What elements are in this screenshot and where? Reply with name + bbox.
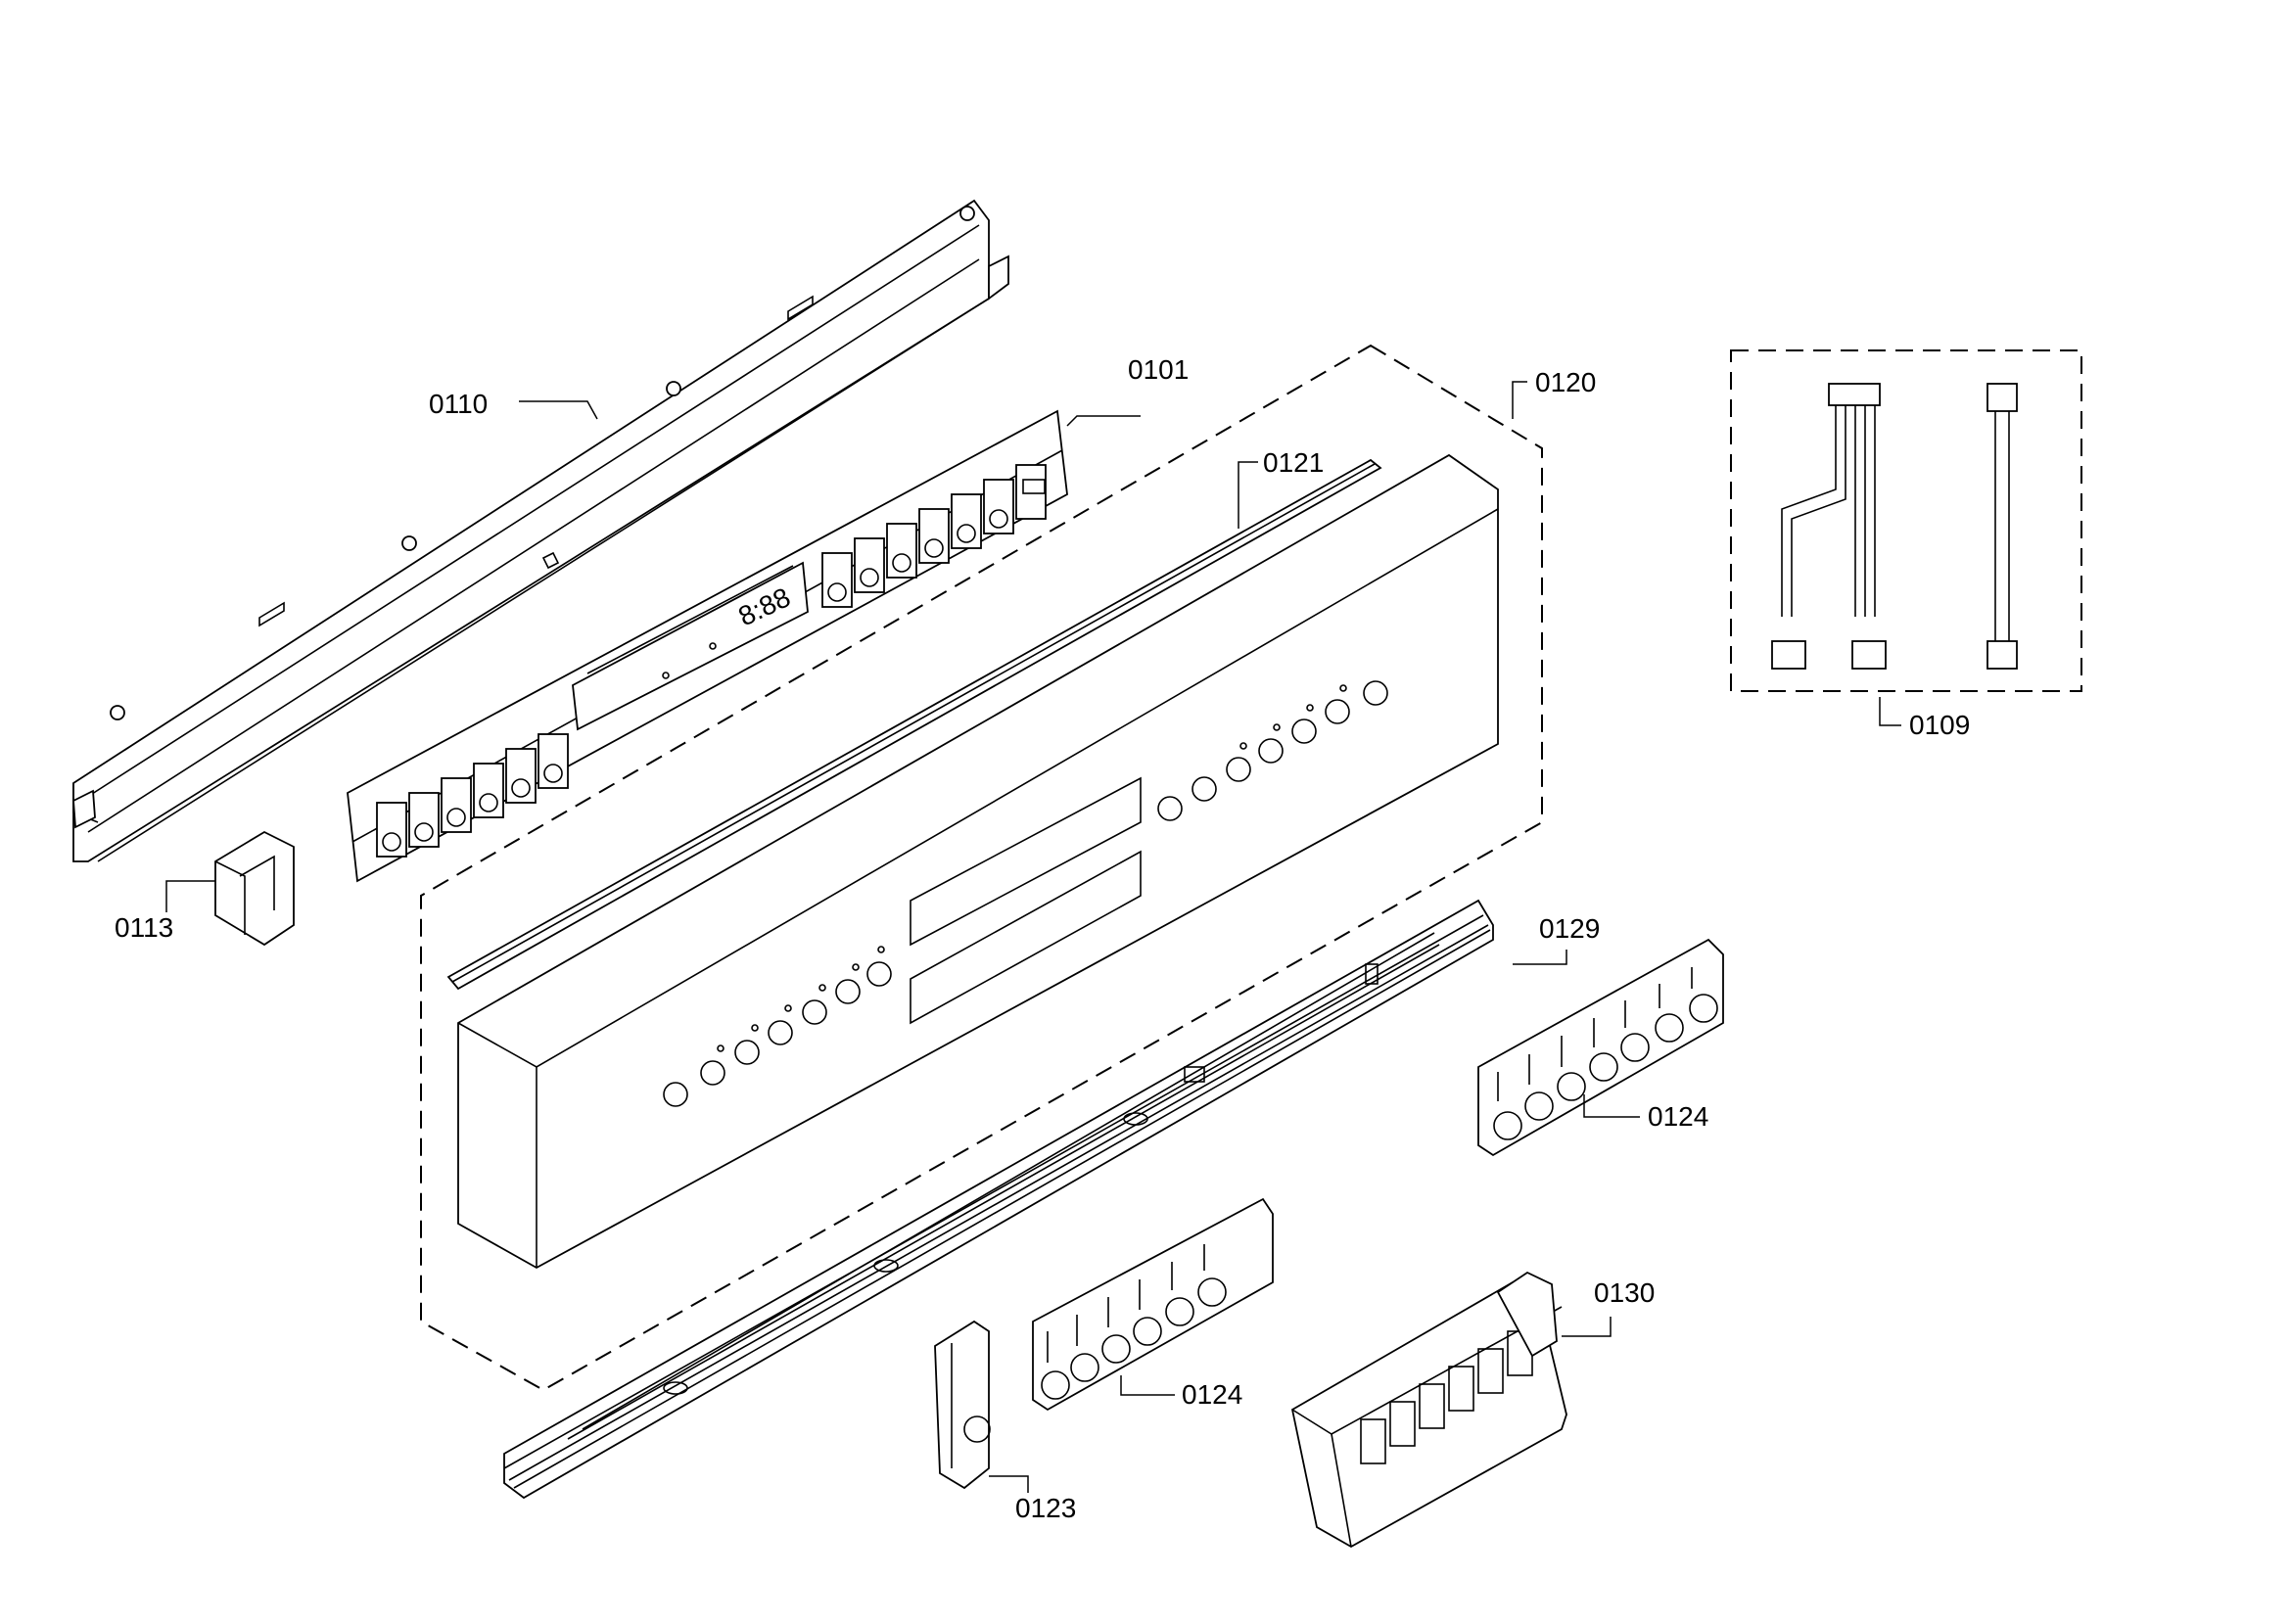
- part-0124-button-bracket-right: [1477, 938, 1724, 1157]
- part-number-0124-lower: 0124: [1182, 1379, 1242, 1410]
- part-number-0130: 0130: [1594, 1277, 1655, 1308]
- part-number-0120: 0120: [1535, 367, 1596, 397]
- part-number-0123: 0123: [1015, 1493, 1076, 1523]
- part-0113-clip: [214, 830, 295, 947]
- part-number-0113: 0113: [115, 912, 173, 943]
- label-0130: 0130: [1562, 1277, 1655, 1337]
- part-0109-wire-harness: [1730, 349, 2082, 692]
- part-0121-trim-strip: [446, 458, 1382, 991]
- part-number-0129: 0129: [1539, 913, 1600, 944]
- label-0121: 0121: [1238, 447, 1324, 529]
- label-0109: 0109: [1879, 697, 1970, 740]
- label-0110: 0110: [429, 389, 598, 420]
- label-0120: 0120: [1512, 367, 1596, 419]
- part-0101-control-board: 8:88: [347, 409, 1068, 883]
- part-0130-housing: [1290, 1271, 1567, 1549]
- label-0101: 0101: [1066, 354, 1189, 427]
- label-0123: 0123: [989, 1475, 1076, 1523]
- label-0124-right: 0124: [1583, 1094, 1708, 1132]
- assembly-boundary-0120: [420, 344, 1543, 1392]
- part-0129-bottom-bar: [503, 899, 1494, 1500]
- label-0124-lower: 0124: [1120, 1375, 1242, 1410]
- part-0124-button-bracket-lower: [1032, 1197, 1274, 1412]
- part-number-0109: 0109: [1909, 710, 1970, 740]
- label-0129: 0129: [1513, 913, 1600, 965]
- part-0123-latch: [934, 1320, 991, 1490]
- part-number-0110: 0110: [429, 389, 488, 419]
- label-0113: 0113: [115, 880, 215, 943]
- part-number-0101: 0101: [1128, 354, 1189, 385]
- part-number-0124-right: 0124: [1648, 1101, 1708, 1132]
- part-number-0121: 0121: [1263, 447, 1324, 478]
- control-panel-fascia: [457, 453, 1499, 1270]
- part-0110-rail: [72, 199, 1009, 862]
